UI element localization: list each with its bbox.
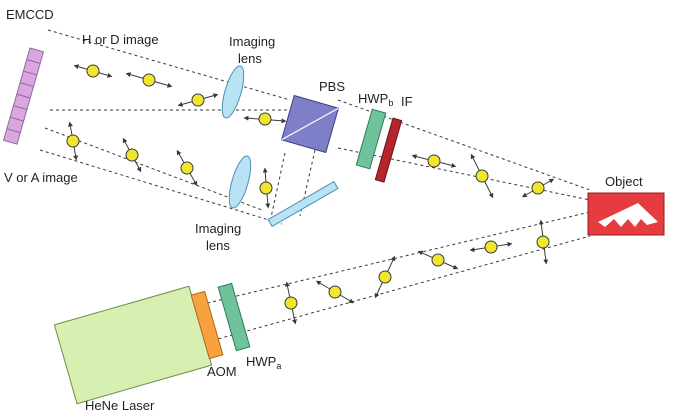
h-or-d-image-label: H or D image [82, 32, 159, 47]
aom [190, 290, 224, 360]
hwp-b-label: HWPb [358, 91, 393, 108]
beam-return-bottom [337, 147, 591, 201]
beam-laser-bottom [177, 235, 591, 351]
aom-label: AOM [207, 364, 237, 379]
polarization-markers [66, 64, 555, 325]
imaging-lens-bottom-label-line1: Imaging [195, 221, 241, 236]
hwp-b-label-main: HWP [358, 91, 388, 106]
if-filter [374, 117, 403, 183]
polarization-arrow-icon [374, 255, 396, 299]
beam-lower-top [44, 127, 263, 211]
polarization-arrow-icon [66, 121, 80, 161]
pbs-cube [280, 94, 340, 154]
imaging-lens-top-label-line1: Imaging [229, 34, 275, 49]
v-or-a-image-label: V or A image [4, 170, 78, 185]
polarization-arrow-icon [521, 178, 555, 198]
polarization-arrow-icon [469, 240, 513, 254]
hene-laser-label: HeNe Laser [85, 398, 155, 413]
polarization-arrow-icon [284, 281, 298, 325]
object-label: Object [605, 174, 643, 189]
stealth-aircraft-icon [598, 203, 658, 227]
hwp-a-label-subscript: a [276, 361, 281, 371]
emccd-sensor [2, 47, 45, 145]
hwp-b-label-subscript: b [388, 98, 393, 108]
polarization-arrow-icon [125, 72, 173, 88]
beam-lower-bottom [39, 149, 283, 225]
hwp-a-plate [217, 282, 251, 352]
emccd-label: EMCCD [6, 7, 54, 22]
polarization-arrow-icon [470, 153, 494, 199]
pbs-label: PBS [319, 79, 345, 94]
polarization-arrow-icon [536, 219, 550, 265]
hwp-a-label-main: HWP [246, 354, 276, 369]
polarization-arrow-icon [315, 280, 355, 304]
polarization-arrow-icon [259, 167, 273, 209]
if-label: IF [401, 94, 413, 109]
imaging-lens-top [221, 65, 245, 119]
polarization-arrow-icon [417, 250, 459, 270]
polarization-arrow-icon [176, 149, 198, 187]
imaging-lens-bottom [228, 155, 252, 209]
polarization-arrow-icon [243, 112, 287, 126]
polarization-arrow-icon [73, 64, 113, 78]
hwp-a-label: HWPa [246, 354, 281, 371]
polarization-arrow-icon [177, 93, 219, 107]
hwp-b-plate [355, 108, 387, 170]
imaging-lens-bottom-label-line2: lens [206, 238, 230, 253]
polarization-arrow-icon [122, 137, 142, 173]
imaging-lens-top-label-line2: lens [238, 51, 262, 66]
fold-mirror [267, 180, 339, 228]
hene-laser [53, 285, 213, 405]
polarization-arrow-icon [411, 154, 457, 168]
beam-paths [39, 29, 591, 351]
